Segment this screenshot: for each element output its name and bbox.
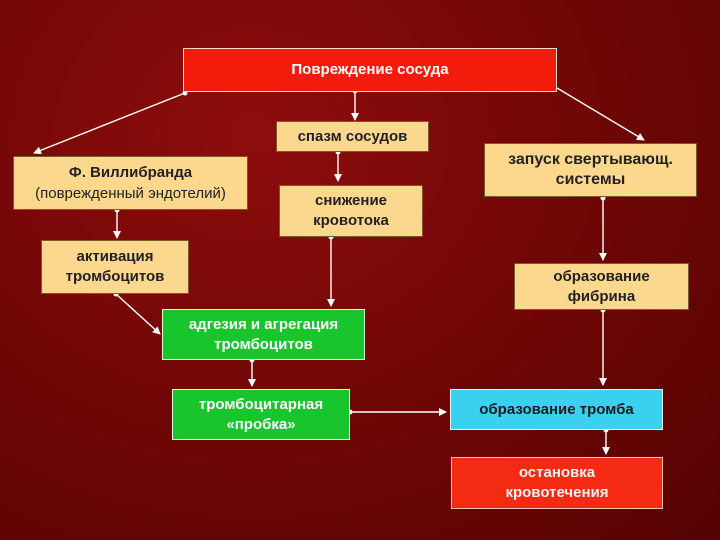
box-bleeding-stop: остановка кровотечения xyxy=(451,457,663,509)
box-platelet-plug: тромбоцитарная «пробка» xyxy=(172,389,350,440)
box-bleeding-stop-label: остановка кровотечения xyxy=(505,464,609,501)
arrow-damage-to-willebrand xyxy=(33,92,186,155)
box-blood-flow-decrease: снижение кровотока xyxy=(279,185,423,237)
box-blood-flow-decrease-label: снижение кровотока xyxy=(313,192,389,229)
box-fibrin-formation-label: образование фибрина xyxy=(553,267,650,305)
box-platelet-plug-label: тромбоцитарная «пробка» xyxy=(198,395,324,433)
arrow-damage-to-coag xyxy=(556,87,645,141)
box-fibrin-formation: образование фибрина xyxy=(514,263,689,310)
box-platelet-activation-label: активация тромбоцитов xyxy=(65,248,165,285)
box-vessel-spasm-label: спазм сосудов xyxy=(297,127,408,145)
box-coagulation-launch-label: запуск свертывающ. системы xyxy=(508,151,673,188)
box-thrombus-formation-label: образование тромба xyxy=(479,400,634,418)
box-vessel-spasm: спазм сосудов xyxy=(276,121,429,152)
box-coagulation-launch: запуск свертывающ. системы xyxy=(484,143,697,197)
box-vessel-damage-label: Повреждение сосуда xyxy=(291,61,449,78)
box-willebrand-title: Ф. Виллибранда xyxy=(68,164,193,181)
box-adhesion-aggregation-label: адгезия и агрегация тромбоцитов xyxy=(188,315,339,353)
box-thrombus-formation: образование тромба xyxy=(450,389,663,430)
box-platelet-activation: активация тромбоцитов xyxy=(41,240,189,294)
box-willebrand: Ф. Виллибранда (поврежденный эндотелий) xyxy=(13,156,248,210)
box-vessel-damage: Повреждение сосуда xyxy=(183,48,557,92)
box-adhesion-aggregation: адгезия и агрегация тромбоцитов xyxy=(162,309,365,360)
arrow-activation-to-adhesion xyxy=(115,293,161,335)
box-willebrand-subtitle: (поврежденный эндотелий) xyxy=(35,185,226,202)
